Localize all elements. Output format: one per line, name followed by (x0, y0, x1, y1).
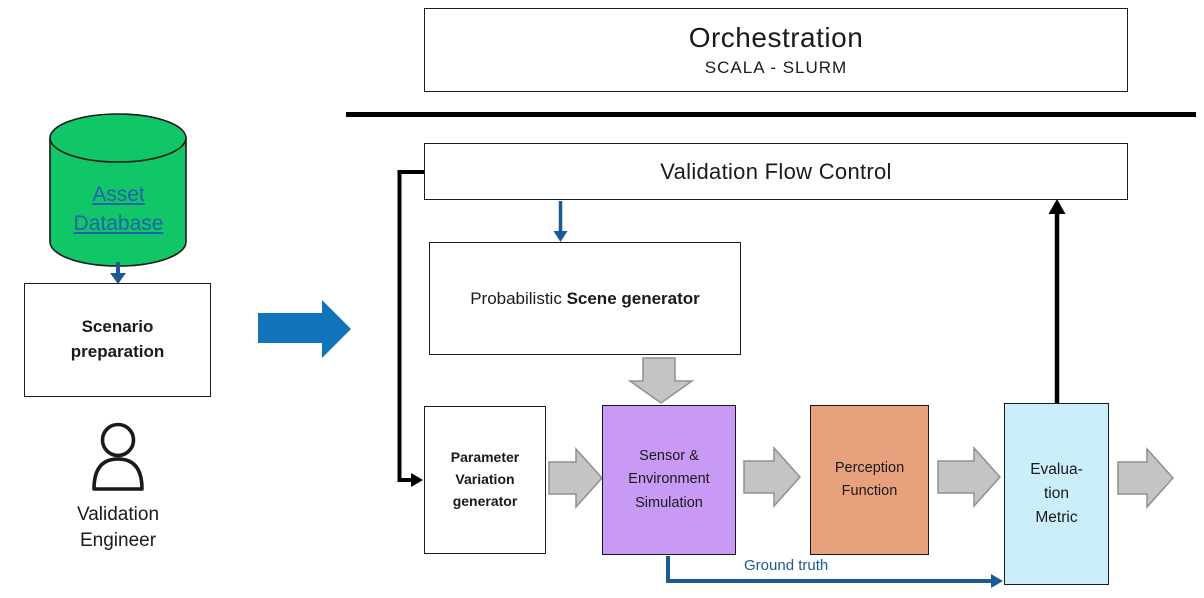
scene-generator-box: Probabilistic Scene generator (429, 242, 741, 355)
sensor-environment-simulation-box: Sensor & Environment Simulation (602, 405, 736, 555)
scene-generator-label-prefix: Probabilistic (470, 288, 567, 308)
scenario-preparation-box: Scenario preparation (24, 283, 211, 397)
flowcontrol-to-parameter-connector (397, 170, 424, 487)
person-icon (92, 422, 144, 491)
asset-database-link[interactable]: Asset Database (73, 183, 164, 236)
ground-truth-arrow (666, 556, 1003, 588)
sensor-to-perception-block-arrow (743, 446, 802, 508)
orchestration-subtitle: SCALA - SLURM (704, 58, 848, 77)
perception-to-evaluation-block-arrow (937, 446, 1002, 508)
parameter-variation-generator-label: Parameter Variation generator (450, 449, 520, 509)
perception-function-box: Perception Function (810, 405, 929, 555)
validation-engineer-label: Validation Engineer (76, 504, 160, 551)
scene-to-sensor-block-arrow (627, 357, 695, 404)
sensor-environment-simulation-label: Sensor & Environment Simulation (628, 448, 710, 511)
big-right-arrow (258, 300, 351, 358)
orchestration-box: Orchestration SCALA - SLURM (424, 8, 1128, 92)
orchestration-divider-line (346, 112, 1196, 117)
parameter-to-sensor-block-arrow (548, 447, 604, 509)
database-icon (49, 113, 187, 267)
validation-flow-control-label: Validation Flow Control (660, 158, 892, 184)
scenario-preparation-label: Scenario preparation (70, 317, 165, 361)
flowcontrol-to-scene-arrow (553, 201, 568, 242)
scene-generator-label-bold: Scene generator (566, 288, 700, 308)
evaluation-metric-label: Evalua- tion Metric (1030, 460, 1083, 526)
database-to-scenario-arrow (110, 262, 126, 284)
validation-flow-control-box: Validation Flow Control (424, 143, 1128, 200)
parameter-variation-generator-box: Parameter Variation generator (424, 406, 546, 554)
evaluation-output-block-arrow (1117, 447, 1175, 509)
evaluation-to-flowcontrol-arrow (1048, 199, 1066, 403)
orchestration-title: Orchestration (688, 22, 864, 53)
perception-function-label: Perception Function (834, 459, 905, 499)
ground-truth-label: Ground truth (744, 557, 829, 574)
scene-generator-label: Probabilistic Scene generator (470, 289, 700, 309)
evaluation-metric-box: Evalua- tion Metric (1004, 403, 1109, 585)
